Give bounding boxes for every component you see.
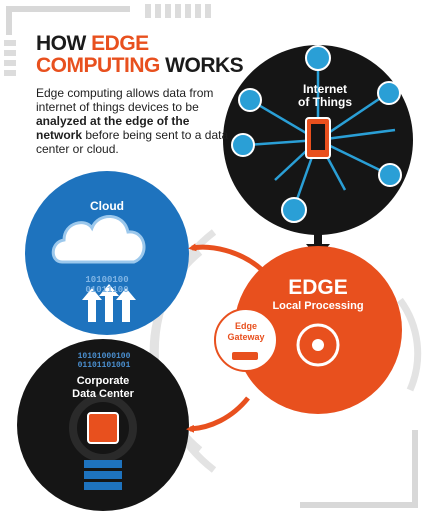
iot-label-line2: of Things [298,95,352,109]
cloud-label: Cloud [90,199,124,213]
datacenter-label-line2: Data Center [72,388,134,400]
intro-text-1: Edge computing allows data from internet… [36,86,214,114]
edge-to-cloud-arrow [188,243,264,272]
cloud-node [25,171,189,335]
intro-text-bold: analyzed at the edge of the network [36,114,190,142]
gateway-label-line2: Gateway [227,332,265,342]
datacenter-node [17,339,189,511]
decorative-corner-bracket-top [6,6,130,35]
intro-paragraph: Edge computing allows data from internet… [36,86,231,156]
title-word-works: WORKS [159,54,244,77]
datacenter-label-line1: Corporate [76,375,130,387]
cloud-binary-1: 10100100 [85,275,129,285]
decorative-stripes-top [4,4,211,76]
cloud-binary: 10100100 01011100 [62,275,152,295]
edge-to-datacenter-arrow [186,396,250,433]
gateway-label: Edge Gateway [221,321,271,343]
datacenter-binary-2: 01101101001 [77,361,131,370]
cloud-binary-2: 01011100 [85,285,129,295]
gateway-node [214,308,278,372]
title-word-computing: COMPUTING [36,54,160,77]
iot-label-line1: Internet [302,82,347,96]
title-word-how: HOW [36,32,92,55]
title-word-edge: EDGE [91,32,149,55]
datacenter-binary-1: 10101000100 [77,352,131,361]
datacenter-binary: 10101000100 01101101001 [52,352,156,370]
iot-node [223,45,413,235]
intro-text-2: before being sent to a data center or cl… [36,128,229,156]
edge-node [234,246,402,414]
edge-label: EDGE [288,276,348,299]
iot-label: Internet of Things [280,83,370,109]
page-title: HOW EDGE COMPUTING WORKS [36,32,244,77]
gateway-label-line1: Edge [234,321,257,331]
decorative-corner-bracket-bottom [300,430,418,508]
edge-sublabel: Local Processing [272,300,364,312]
datacenter-label: Corporate Data Center [53,375,153,401]
